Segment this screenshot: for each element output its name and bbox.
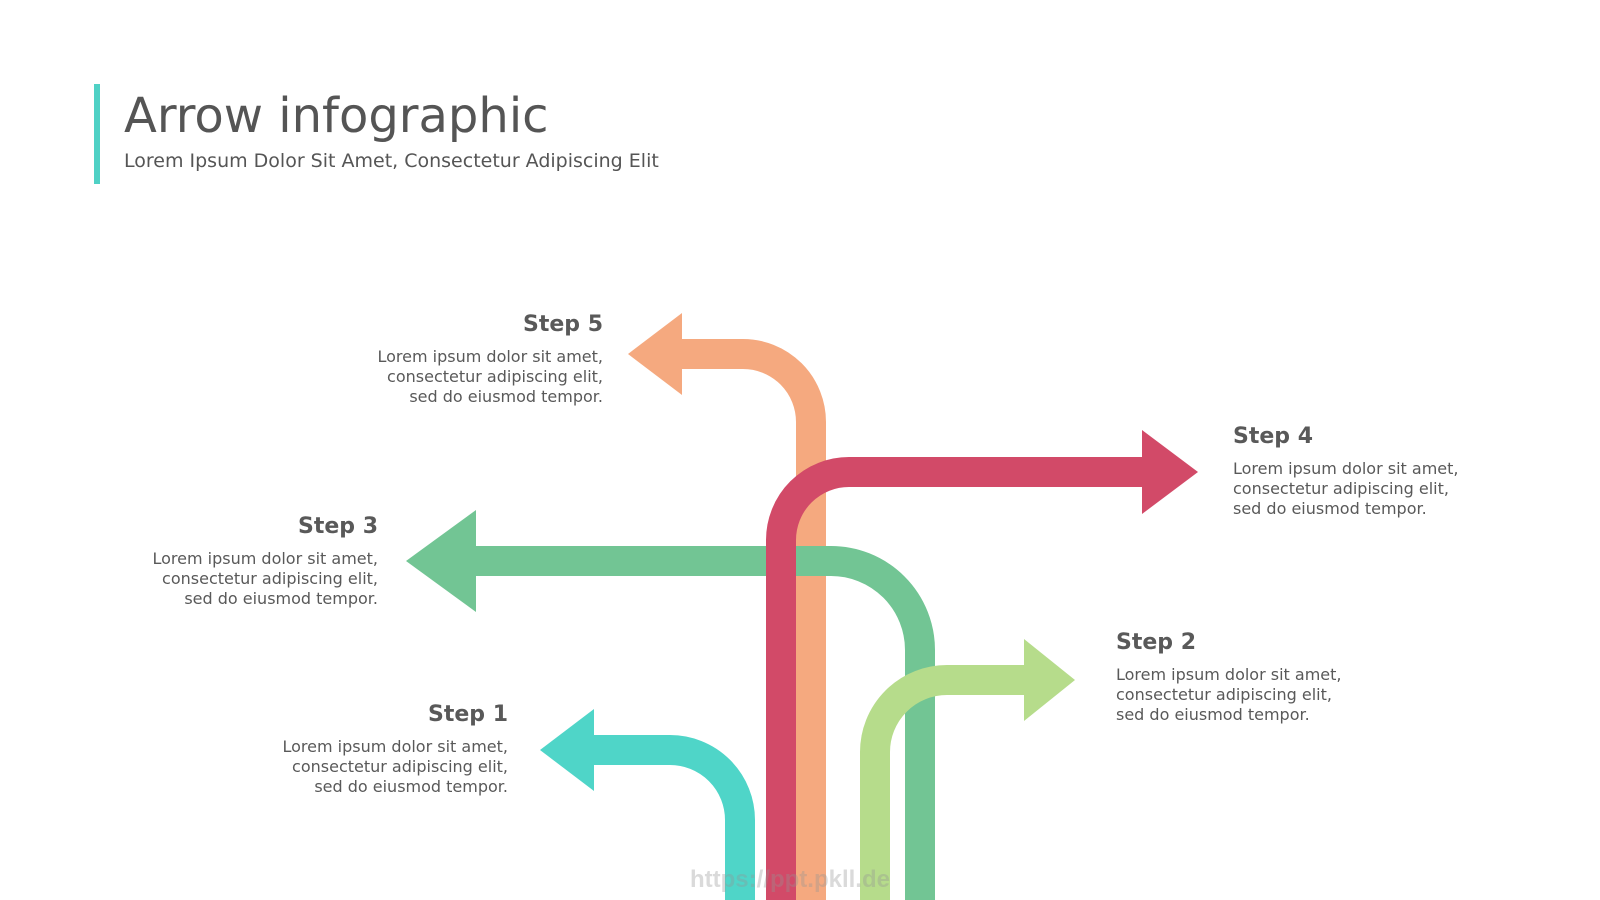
- step-5-label: Step 5: [523, 312, 603, 337]
- step-1-arrow-shaft: [592, 735, 755, 900]
- step-4-arrow-shaft: [766, 457, 1145, 900]
- step-4-description: Lorem ipsum dolor sit amet, consectetur …: [1233, 459, 1459, 518]
- step-4-arrow-head: [1142, 430, 1198, 514]
- step-2-arrow-shaft: [860, 665, 1028, 900]
- step-1-text: Step 1 Lorem ipsum dolor sit amet, conse…: [208, 702, 509, 797]
- step-2-arrow-head: [1024, 639, 1075, 721]
- step-5-arrow: [628, 313, 826, 900]
- step-1-description: Lorem ipsum dolor sit amet, consectetur …: [282, 737, 509, 796]
- step-5-arrow-head: [628, 313, 682, 395]
- step-4-text: Step 4 Lorem ipsum dolor sit amet, conse…: [1233, 424, 1533, 519]
- step-4-label: Step 4: [1233, 424, 1313, 449]
- step-2-arrow: [860, 639, 1075, 900]
- step-1-arrow-head: [540, 709, 594, 791]
- step-4-arrow: [766, 430, 1198, 900]
- step-2-text: Step 2 Lorem ipsum dolor sit amet, conse…: [1116, 630, 1416, 725]
- step-5-text: Step 5 Lorem ipsum dolor sit amet, conse…: [303, 312, 604, 407]
- step-3-arrow-shaft: [470, 546, 935, 900]
- page-title: Arrow infographic: [124, 88, 549, 144]
- page-subtitle: Lorem Ipsum Dolor Sit Amet, Consectetur …: [124, 150, 659, 172]
- watermark: https://ppt.pkll.de: [690, 866, 890, 893]
- step-1-arrow: [540, 709, 755, 900]
- step-3-arrow-head: [406, 510, 476, 612]
- step-5-arrow-shaft: [680, 339, 826, 900]
- step-2-label: Step 2: [1116, 630, 1196, 655]
- step-3-arrow: [406, 510, 935, 900]
- step-5-description: Lorem ipsum dolor sit amet, consectetur …: [377, 347, 604, 406]
- step-2-description: Lorem ipsum dolor sit amet, consectetur …: [1116, 665, 1342, 724]
- title-accent-bar: [94, 84, 100, 184]
- step-3-description: Lorem ipsum dolor sit amet, consectetur …: [152, 549, 379, 608]
- step-3-label: Step 3: [298, 514, 378, 539]
- step-1-label: Step 1: [428, 702, 508, 727]
- step-3-text: Step 3 Lorem ipsum dolor sit amet, conse…: [78, 514, 379, 609]
